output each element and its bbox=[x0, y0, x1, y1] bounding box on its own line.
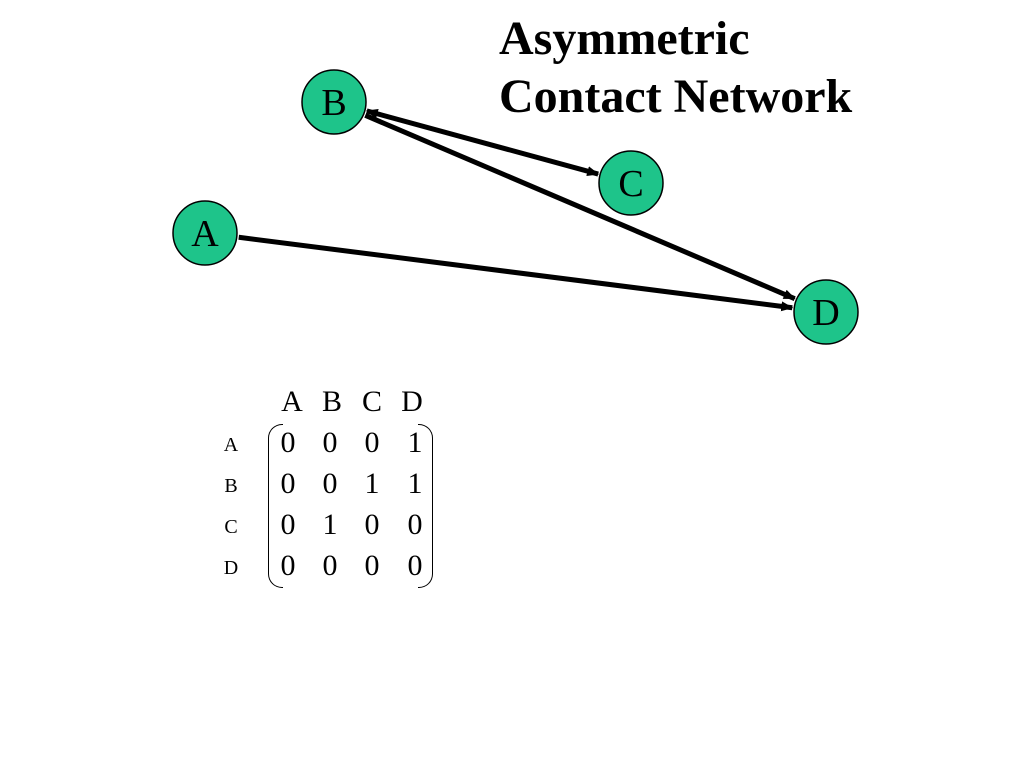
matrix-row-label: C bbox=[224, 516, 238, 538]
matrix-row-label: D bbox=[223, 557, 239, 579]
matrix-cell: 1 bbox=[407, 467, 423, 500]
matrix-cell: 1 bbox=[364, 467, 380, 500]
edge-b-c bbox=[365, 108, 600, 177]
title-line-1: Asymmetric bbox=[499, 12, 750, 65]
node-label: C bbox=[618, 163, 643, 205]
edge-a-d bbox=[238, 234, 794, 312]
node-circle bbox=[793, 279, 859, 345]
matrix-cell: 0 bbox=[322, 549, 338, 582]
network-graph: A B C D bbox=[172, 69, 859, 345]
title-line-2: Contact Network bbox=[499, 70, 853, 123]
node-circle bbox=[598, 150, 664, 216]
matrix-row-label: A bbox=[223, 434, 239, 456]
node-d: D bbox=[793, 279, 859, 345]
matrix-cell: 0 bbox=[364, 426, 380, 459]
matrix-cell: 0 bbox=[280, 508, 296, 541]
matrix-cell: 0 bbox=[280, 467, 296, 500]
matrix-cell: 0 bbox=[364, 508, 380, 541]
node-label: D bbox=[812, 292, 839, 334]
matrix-cell: 0 bbox=[322, 467, 338, 500]
matrix-row-label: B bbox=[224, 475, 238, 497]
matrix-col-label: A bbox=[281, 385, 303, 418]
diagram-title: Asymmetric Contact Network bbox=[499, 10, 852, 126]
node-a: A bbox=[172, 200, 238, 266]
node-b: B bbox=[301, 69, 367, 135]
matrix-cell: 0 bbox=[364, 549, 380, 582]
matrix-cell: 0 bbox=[407, 508, 423, 541]
node-label: A bbox=[191, 213, 219, 255]
edge-b-d bbox=[364, 113, 796, 301]
matrix-cell: 0 bbox=[407, 549, 423, 582]
nodes-layer: A B C D bbox=[172, 69, 859, 345]
matrix-cell: 0 bbox=[280, 549, 296, 582]
matrix-col-label: D bbox=[401, 385, 423, 418]
node-circle bbox=[172, 200, 238, 266]
matrix-cell: 1 bbox=[322, 508, 338, 541]
node-label: B bbox=[321, 82, 346, 124]
matrix-cell: 0 bbox=[280, 426, 296, 459]
matrix-cell: 0 bbox=[322, 426, 338, 459]
edges-layer bbox=[238, 108, 796, 312]
node-circle bbox=[301, 69, 367, 135]
matrix-cell: 1 bbox=[407, 426, 423, 459]
matrix-col-label: C bbox=[361, 385, 382, 418]
node-c: C bbox=[598, 150, 664, 216]
matrix-col-label: B bbox=[321, 385, 342, 418]
